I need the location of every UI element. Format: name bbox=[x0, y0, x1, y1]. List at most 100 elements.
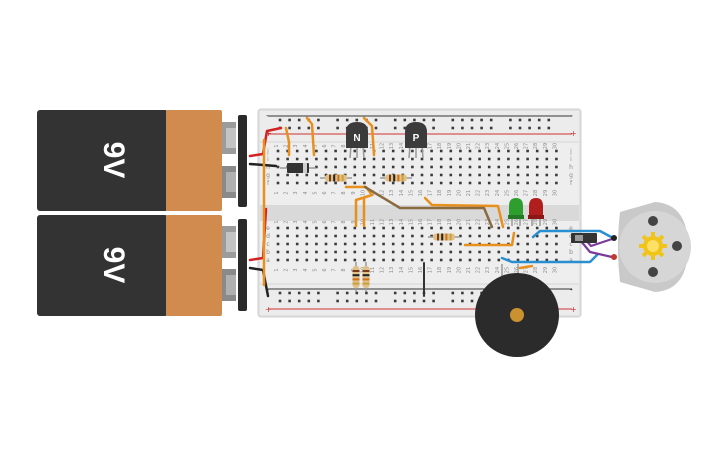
breadboard-hole[interactable] bbox=[420, 234, 424, 238]
breadboard-hole[interactable] bbox=[297, 291, 301, 295]
breadboard-hole[interactable] bbox=[507, 165, 510, 169]
breadboard-hole[interactable] bbox=[545, 226, 549, 230]
breadboard-hole[interactable] bbox=[334, 258, 337, 262]
breadboard-hole[interactable] bbox=[324, 181, 328, 185]
breadboard-hole[interactable] bbox=[343, 250, 347, 254]
breadboard-hole[interactable] bbox=[317, 126, 320, 130]
breadboard-hole[interactable] bbox=[516, 250, 520, 254]
breadboard-hole[interactable] bbox=[516, 157, 520, 161]
breadboard-hole[interactable] bbox=[343, 149, 347, 153]
breadboard-hole[interactable] bbox=[430, 173, 433, 177]
breadboard-hole[interactable] bbox=[507, 157, 510, 161]
breadboard-hole[interactable] bbox=[336, 299, 339, 303]
breadboard-hole[interactable] bbox=[459, 250, 462, 254]
breadboard-hole[interactable] bbox=[497, 173, 501, 177]
breadboard-hole[interactable] bbox=[535, 242, 539, 246]
breadboard-hole[interactable] bbox=[535, 250, 539, 254]
breadboard-hole[interactable] bbox=[288, 118, 291, 122]
breadboard-hole[interactable] bbox=[391, 258, 395, 262]
breadboard-hole[interactable] bbox=[470, 118, 474, 122]
breadboard-hole[interactable] bbox=[286, 234, 289, 238]
breadboard-hole[interactable] bbox=[555, 250, 558, 254]
breadboard-hole[interactable] bbox=[391, 181, 395, 185]
breadboard-hole[interactable] bbox=[507, 250, 510, 254]
breadboard-hole[interactable] bbox=[413, 299, 416, 303]
breadboard-hole[interactable] bbox=[478, 258, 481, 262]
wire-orange-4[interactable] bbox=[362, 116, 376, 157]
breadboard-hole[interactable] bbox=[439, 181, 443, 185]
breadboard-hole[interactable] bbox=[295, 258, 299, 262]
breadboard-hole[interactable] bbox=[459, 165, 462, 169]
breadboard-hole[interactable] bbox=[372, 242, 376, 246]
breadboard-hole[interactable] bbox=[411, 157, 414, 161]
breadboard-hole[interactable] bbox=[374, 291, 378, 295]
breadboard-hole[interactable] bbox=[528, 126, 531, 130]
wire-blue-2[interactable] bbox=[500, 253, 599, 264]
breadboard-hole[interactable] bbox=[276, 149, 280, 153]
breadboard-hole[interactable] bbox=[459, 157, 462, 161]
breadboard-hole[interactable] bbox=[411, 165, 414, 169]
breadboard-hole[interactable] bbox=[451, 126, 455, 130]
breadboard-hole[interactable] bbox=[317, 299, 320, 303]
wire-orange-2[interactable] bbox=[284, 126, 291, 157]
breadboard-hole[interactable] bbox=[355, 299, 359, 303]
breadboard-hole[interactable] bbox=[535, 181, 539, 185]
breadboard-hole[interactable] bbox=[439, 226, 443, 230]
breadboard-hole[interactable] bbox=[430, 165, 433, 169]
breadboard-hole[interactable] bbox=[401, 157, 405, 161]
breadboard-hole[interactable] bbox=[459, 149, 462, 153]
breadboard-hole[interactable] bbox=[324, 234, 328, 238]
breadboard-hole[interactable] bbox=[478, 173, 481, 177]
wire-orange-8[interactable] bbox=[463, 231, 516, 247]
breadboard-hole[interactable] bbox=[315, 181, 318, 185]
breadboard-hole[interactable] bbox=[449, 226, 453, 230]
breadboard-hole[interactable] bbox=[315, 250, 318, 254]
breadboard-hole[interactable] bbox=[343, 181, 347, 185]
breadboard-hole[interactable] bbox=[353, 242, 357, 246]
breadboard-hole[interactable] bbox=[509, 118, 512, 122]
breadboard-hole[interactable] bbox=[413, 291, 416, 295]
breadboard-hole[interactable] bbox=[363, 226, 366, 230]
slide-switch[interactable] bbox=[571, 233, 597, 243]
breadboard-hole[interactable] bbox=[391, 149, 395, 153]
breadboard-hole[interactable] bbox=[363, 149, 366, 153]
breadboard-hole[interactable] bbox=[286, 149, 289, 153]
breadboard-hole[interactable] bbox=[468, 149, 472, 153]
breadboard-hole[interactable] bbox=[478, 157, 481, 161]
breadboard-hole[interactable] bbox=[470, 126, 474, 130]
breadboard-hole[interactable] bbox=[526, 181, 529, 185]
breadboard-hole[interactable] bbox=[276, 226, 280, 230]
wire-orange-7[interactable] bbox=[423, 196, 505, 229]
breadboard-hole[interactable] bbox=[401, 226, 405, 230]
breadboard-hole[interactable] bbox=[420, 157, 424, 161]
breadboard-hole[interactable] bbox=[497, 234, 501, 238]
breadboard-hole[interactable] bbox=[468, 165, 472, 169]
battery-bottom[interactable]: 9V bbox=[37, 215, 236, 316]
breadboard-hole[interactable] bbox=[449, 165, 453, 169]
breadboard-hole[interactable] bbox=[422, 118, 426, 122]
breadboard-hole[interactable] bbox=[537, 118, 541, 122]
breadboard-hole[interactable] bbox=[365, 291, 368, 295]
breadboard-hole[interactable] bbox=[382, 250, 385, 254]
breadboard-hole[interactable] bbox=[391, 165, 395, 169]
breadboard-hole[interactable] bbox=[439, 149, 443, 153]
breadboard-hole[interactable] bbox=[353, 181, 357, 185]
breadboard-hole[interactable] bbox=[480, 118, 483, 122]
breadboard-hole[interactable] bbox=[324, 250, 328, 254]
breadboard-hole[interactable] bbox=[295, 242, 299, 246]
breadboard-hole[interactable] bbox=[286, 181, 289, 185]
breadboard-hole[interactable] bbox=[478, 226, 481, 230]
breadboard-hole[interactable] bbox=[401, 181, 405, 185]
breadboard-hole[interactable] bbox=[478, 250, 481, 254]
breadboard-hole[interactable] bbox=[353, 234, 357, 238]
breadboard-hole[interactable] bbox=[489, 118, 493, 122]
breadboard-hole[interactable] bbox=[276, 157, 280, 161]
breadboard-hole[interactable] bbox=[449, 181, 453, 185]
breadboard-hole[interactable] bbox=[353, 165, 357, 169]
breadboard-hole[interactable] bbox=[334, 226, 337, 230]
breadboard-hole[interactable] bbox=[307, 299, 311, 303]
breadboard-hole[interactable] bbox=[478, 149, 481, 153]
breadboard-hole[interactable] bbox=[345, 118, 349, 122]
breadboard-hole[interactable] bbox=[526, 226, 529, 230]
breadboard-hole[interactable] bbox=[295, 234, 299, 238]
